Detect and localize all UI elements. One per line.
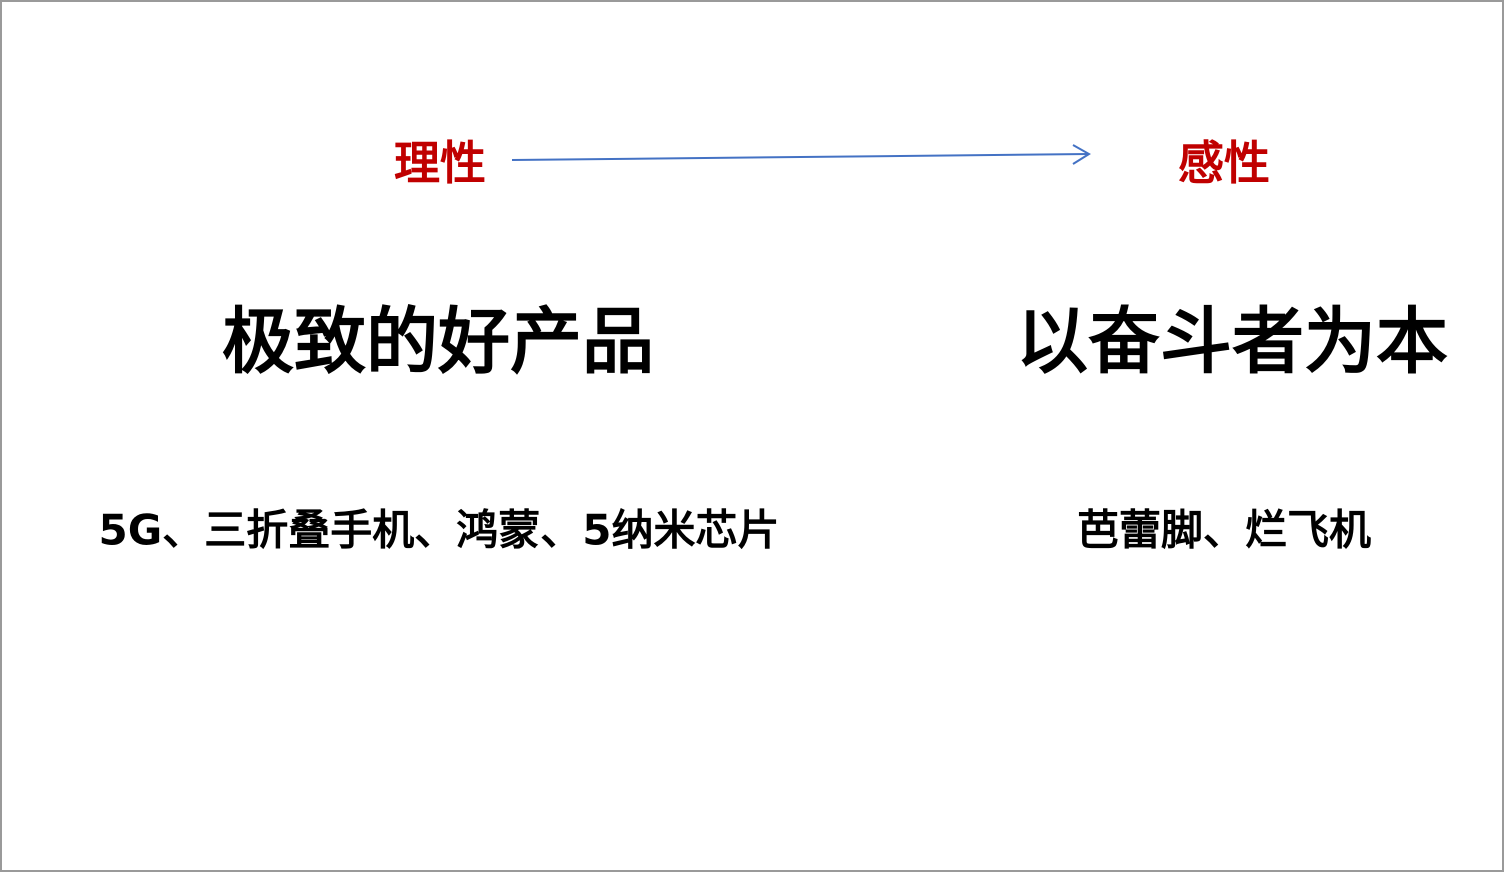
right-examples: 芭蕾脚、烂飞机 (1076, 505, 1372, 555)
left-examples: 5G、三折叠手机、鸿蒙、5纳米芯片 (98, 505, 780, 555)
label-emotional: 感性 (1178, 136, 1270, 190)
left-title: 极致的好产品 (221, 299, 655, 384)
right-title: 以奋斗者为本 (1015, 299, 1449, 384)
label-rational: 理性 (394, 136, 486, 190)
